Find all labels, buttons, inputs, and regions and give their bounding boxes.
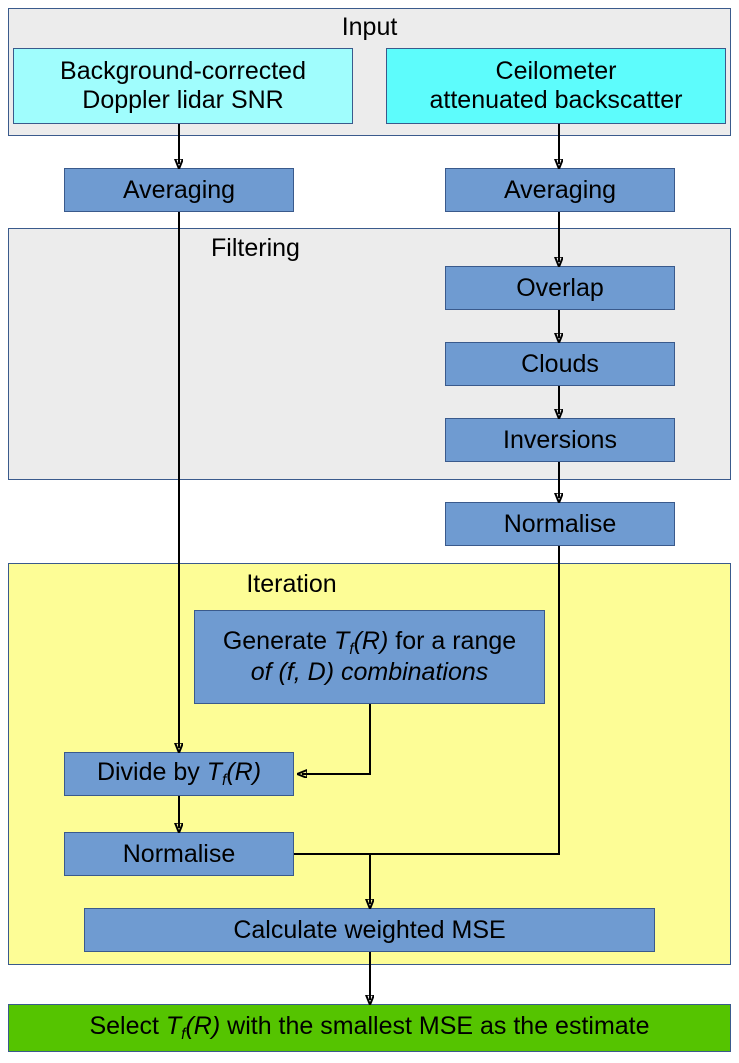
node-clouds-label: Clouds: [521, 349, 599, 378]
node-lidar-snr[interactable]: Background-corrected Doppler lidar SNR: [13, 48, 353, 124]
node-averaging-right-label: Averaging: [503, 175, 617, 204]
node-ceilometer[interactable]: Ceilometer attenuated backscatter: [386, 48, 726, 124]
group-iteration-label: Iteration: [246, 570, 337, 598]
node-normalise-iteration-label: Normalise: [122, 839, 236, 868]
node-normalise-filtering[interactable]: Normalise: [445, 502, 675, 546]
node-overlap[interactable]: Overlap: [445, 266, 675, 310]
group-filtering-label: Filtering: [211, 234, 300, 262]
node-normalise-filtering-label: Normalise: [503, 509, 617, 538]
node-averaging-left-label: Averaging: [122, 175, 236, 204]
node-inversions[interactable]: Inversions: [445, 418, 675, 462]
node-averaging-right[interactable]: Averaging: [445, 168, 675, 212]
node-lidar-snr-label: Background-corrected Doppler lidar SNR: [60, 57, 306, 114]
node-calculate-weighted-mse-label: Calculate weighted MSE: [233, 915, 506, 944]
node-inversions-label: Inversions: [503, 425, 617, 454]
node-generate-tf[interactable]: Generate Tf(R) for a range of (f, D) com…: [194, 610, 545, 704]
node-generate-tf-label: Generate Tf(R) for a range of (f, D) com…: [222, 626, 517, 687]
node-select-estimate-label: Select Tf(R) with the smallest MSE as th…: [89, 1012, 650, 1043]
node-divide-by-tf-label: Divide by Tf(R): [96, 758, 262, 789]
node-normalise-iteration[interactable]: Normalise: [64, 832, 294, 876]
node-overlap-label: Overlap: [516, 273, 604, 302]
node-select-estimate[interactable]: Select Tf(R) with the smallest MSE as th…: [8, 1004, 731, 1052]
node-ceilometer-label: Ceilometer attenuated backscatter: [429, 57, 683, 114]
group-input-label: Input: [341, 13, 398, 41]
node-clouds[interactable]: Clouds: [445, 342, 675, 386]
node-averaging-left[interactable]: Averaging: [64, 168, 294, 212]
node-divide-by-tf[interactable]: Divide by Tf(R): [64, 752, 294, 796]
node-calculate-weighted-mse[interactable]: Calculate weighted MSE: [84, 908, 655, 952]
